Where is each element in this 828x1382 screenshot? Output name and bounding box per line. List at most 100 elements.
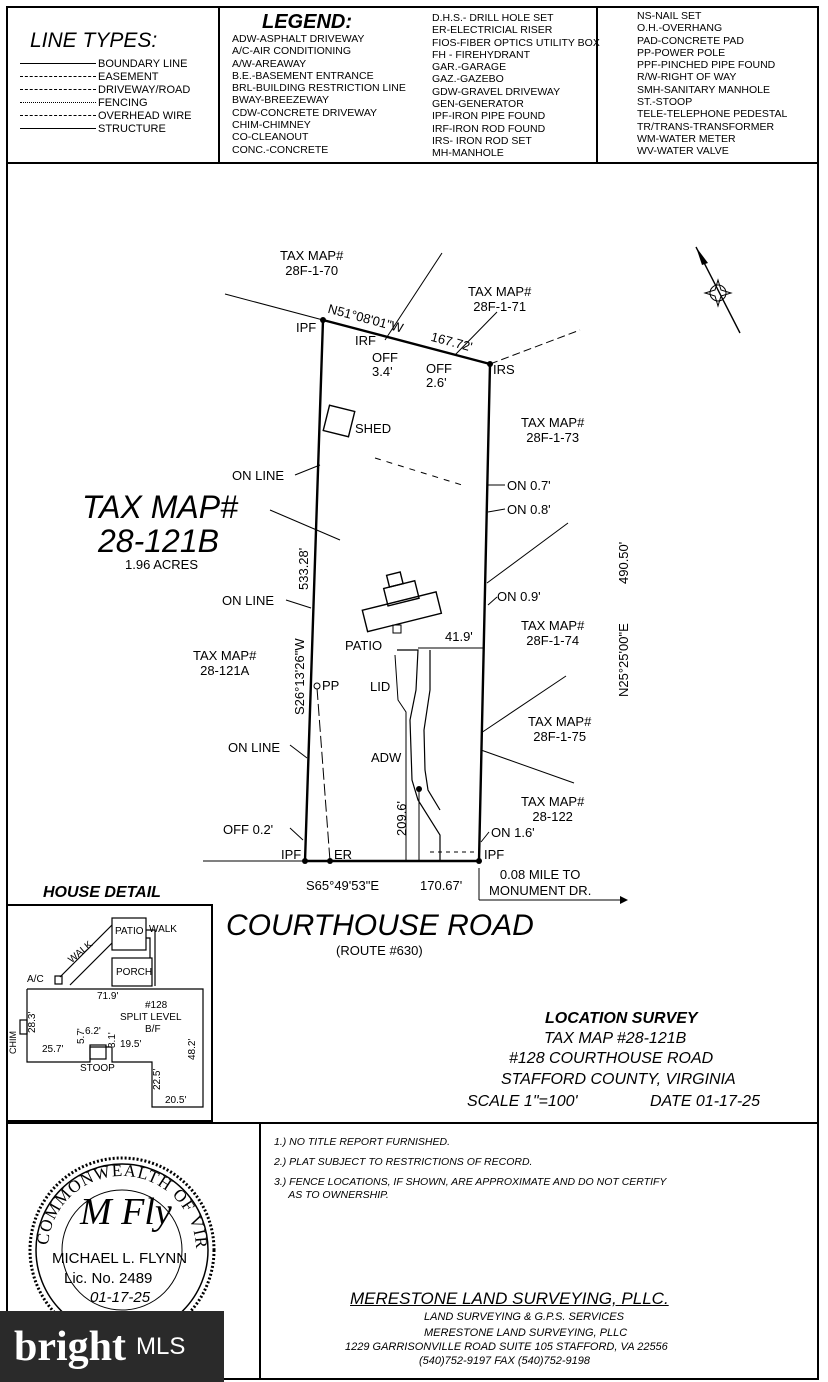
patio-label: PATIO <box>345 638 383 653</box>
main-tax-map-label: TAX MAP# <box>82 489 238 525</box>
shed-label: SHED <box>355 421 392 436</box>
power-pole-marker <box>313 682 321 690</box>
road-route: (ROUTE #630) <box>336 943 423 958</box>
on-line-3: ON LINE <box>228 740 281 755</box>
seal-date: 01-17-25 <box>90 1289 151 1306</box>
tax-map-122: TAX MAP# 28-122 <box>521 794 585 824</box>
on-0-9: ON 0.9' <box>497 589 541 604</box>
adw-label: ADW <box>371 750 402 765</box>
watermark-suffix: MLS <box>136 1332 186 1360</box>
on-0-8: ON 0.8' <box>507 502 551 517</box>
south-distance: 170.67' <box>420 878 463 893</box>
er-marker <box>327 858 333 864</box>
house-detail-title: HOUSE DETAIL <box>43 884 161 901</box>
hd-25-7: 25.7' <box>42 1044 64 1055</box>
hd-bf: B/F <box>145 1024 161 1035</box>
north-arrow-icon <box>695 246 741 334</box>
survey-scale: SCALE 1"=100' <box>467 1093 578 1110</box>
irs-label: IRS <box>493 362 515 377</box>
company-phone: (540)752-9197 FAX (540)752-9198 <box>419 1355 591 1367</box>
off-3-4: OFF 3.4' <box>372 350 398 380</box>
seal-signature: M Fly <box>80 1191 172 1233</box>
ipf-nw-label: IPF <box>296 320 317 335</box>
ipf-nw-marker <box>320 317 326 323</box>
line-type-driveway: DRIVEWAY/ROAD <box>20 83 192 96</box>
hd-20-5: 20.5' <box>165 1095 187 1106</box>
er-label: ER <box>334 847 353 862</box>
irs-ne-marker <box>487 361 493 367</box>
line-type-fencing: FENCING <box>20 96 192 109</box>
notes-block: 1.) NO TITLE REPORT FURNISHED. 2.) PLAT … <box>274 1136 667 1201</box>
tax-map-73: TAX MAP# 28F-1-73 <box>521 415 585 445</box>
dist-41-9: 41.9' <box>445 629 473 644</box>
mile-to-monument: 0.08 MILE TO MONUMENT DR. <box>489 867 592 898</box>
ipf-se-marker <box>476 858 482 864</box>
mile-arrowhead <box>620 896 628 904</box>
ipf-sw-marker <box>302 858 308 864</box>
tax-map-75: TAX MAP# 28F-1-75 <box>528 714 592 744</box>
line-type-boundary: BOUNDARY LINE <box>20 57 192 70</box>
company-name-2: MERESTONE LAND SURVEYING, PLLC <box>424 1327 628 1339</box>
hd-19-5: 19.5' <box>120 1039 142 1050</box>
off-2-6: OFF 2.6' <box>426 361 452 391</box>
on-1-6: ON 1.6' <box>491 825 535 840</box>
seal-name: MICHAEL L. FLYNN <box>52 1250 188 1267</box>
hd-ac: A/C <box>27 974 44 985</box>
survey-line-2: #128 COURTHOUSE ROAD <box>509 1050 714 1067</box>
hd-porch: PORCH <box>116 967 153 978</box>
legend-divider-left <box>218 6 220 164</box>
survey-title: LOCATION SURVEY <box>545 1010 698 1027</box>
on-line-2: ON LINE <box>222 593 275 608</box>
house-detail-frame <box>6 904 213 1122</box>
seal-license: Lic. No. 2489 <box>64 1270 153 1287</box>
pp-label: PP <box>322 678 340 693</box>
watermark-brand: bright <box>14 1323 127 1370</box>
survey-line-3: STAFFORD COUNTY, VIRGINIA <box>501 1071 736 1088</box>
company-name: MERESTONE LAND SURVEYING, PLLC. <box>350 1289 669 1308</box>
main-tax-map-number: 28-121B <box>98 523 219 559</box>
survey-line-1: TAX MAP #28-121B <box>544 1030 687 1047</box>
irf-label: IRF <box>355 333 376 348</box>
line-types-title: LINE TYPES: <box>30 29 158 52</box>
line-type-overhead: OVERHEAD WIRE <box>20 109 192 122</box>
company-services: LAND SURVEYING & G.P.S. SERVICES <box>424 1311 624 1323</box>
hd-walk-2: WALK <box>149 924 177 935</box>
line-types-list: BOUNDARY LINE EASEMENT DRIVEWAY/ROAD FEN… <box>20 57 192 135</box>
legend-title: LEGEND: <box>262 11 352 33</box>
hd-6-2: 6.2' <box>85 1026 101 1037</box>
line-type-easement: EASEMENT <box>20 70 192 83</box>
survey-date: DATE 01-17-25 <box>650 1093 760 1110</box>
tax-map-121a: TAX MAP# 28-121A <box>193 648 257 678</box>
driveway <box>397 649 441 861</box>
ipf-sw-label: IPF <box>281 847 302 862</box>
hd-split-level: SPLIT LEVEL <box>120 1012 182 1023</box>
tax-map-70: TAX MAP# 28F-1-70 <box>280 248 344 278</box>
off-0-2: OFF 0.2' <box>223 822 274 837</box>
tax-map-71: TAX MAP# 28F-1-71 <box>468 284 532 314</box>
hd-patio: PATIO <box>115 926 144 937</box>
legend-divider-right <box>596 6 598 164</box>
hd-number: #128 <box>145 1000 168 1011</box>
road-name: COURTHOUSE ROAD <box>226 909 534 942</box>
bottom-frame <box>6 1122 819 1380</box>
on-0-7: ON 0.7' <box>507 478 551 493</box>
hd-stoop: STOOP <box>80 1063 115 1074</box>
line-type-structure: STRUCTURE <box>20 122 192 135</box>
company-address: 1229 GARRISONVILLE ROAD SUITE 105 STAFFO… <box>345 1341 668 1353</box>
lid-label: LID <box>370 679 391 694</box>
south-bearing: S65°49'53"E <box>306 878 380 893</box>
acreage: 1.96 ACRES <box>125 557 198 572</box>
hd-71-9: 71.9' <box>97 991 119 1002</box>
bottom-divider <box>259 1122 261 1380</box>
on-line-1: ON LINE <box>232 468 285 483</box>
house-structure <box>361 571 443 633</box>
bright-mls-watermark: bright MLS <box>0 1311 224 1382</box>
tax-map-74: TAX MAP# 28F-1-74 <box>521 618 585 648</box>
ipf-se-label: IPF <box>484 847 505 862</box>
